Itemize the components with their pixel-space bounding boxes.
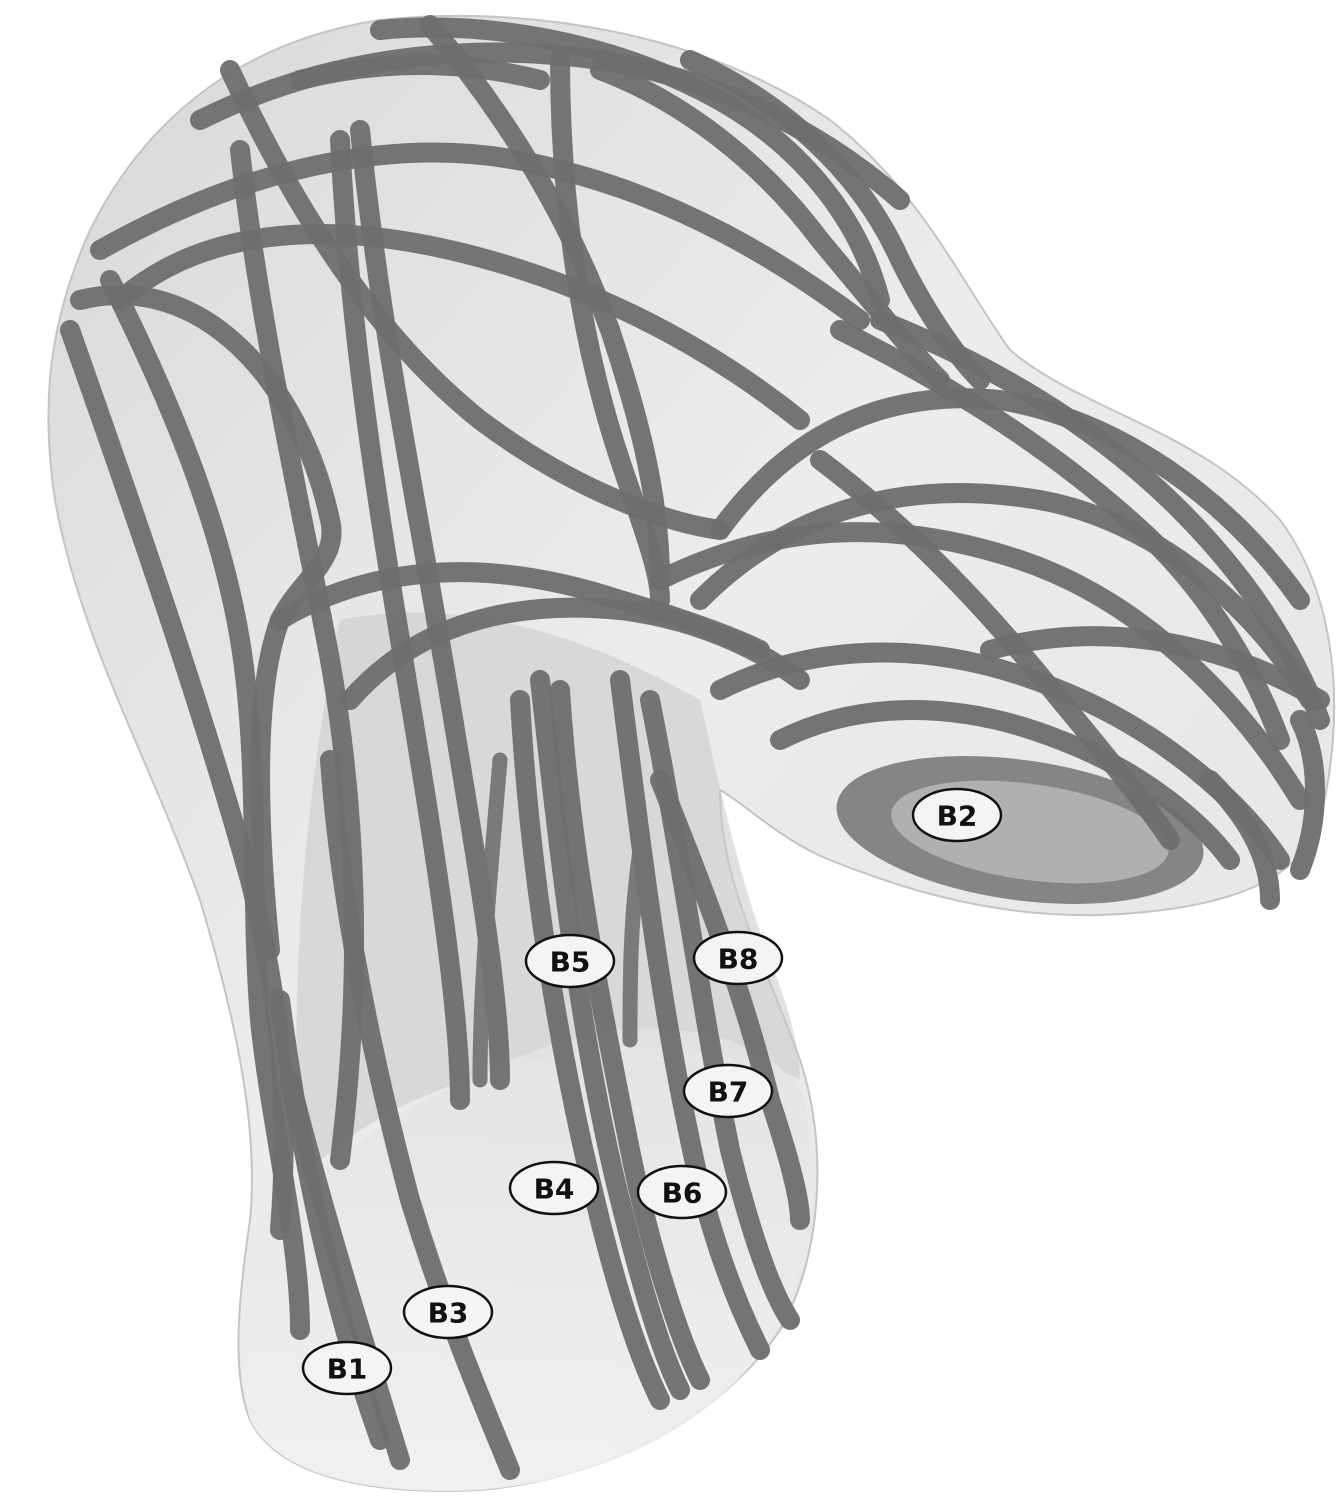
svg-text:B1: B1: [327, 1353, 368, 1386]
label-B7: B7: [684, 1065, 772, 1117]
label-B4: B4: [510, 1162, 598, 1214]
label-B1: B1: [303, 1342, 391, 1394]
svg-text:B8: B8: [718, 943, 759, 976]
svg-text:B3: B3: [428, 1297, 469, 1330]
label-B8: B8: [694, 932, 782, 984]
label-B2: B2: [913, 789, 1001, 841]
svg-text:B6: B6: [662, 1177, 703, 1210]
svg-text:B7: B7: [708, 1076, 749, 1109]
label-B6: B6: [638, 1166, 726, 1218]
svg-text:B4: B4: [534, 1173, 575, 1206]
label-B5: B5: [526, 935, 614, 987]
svg-text:B2: B2: [937, 800, 978, 833]
label-B3: B3: [404, 1286, 492, 1338]
svg-text:B5: B5: [550, 946, 591, 979]
